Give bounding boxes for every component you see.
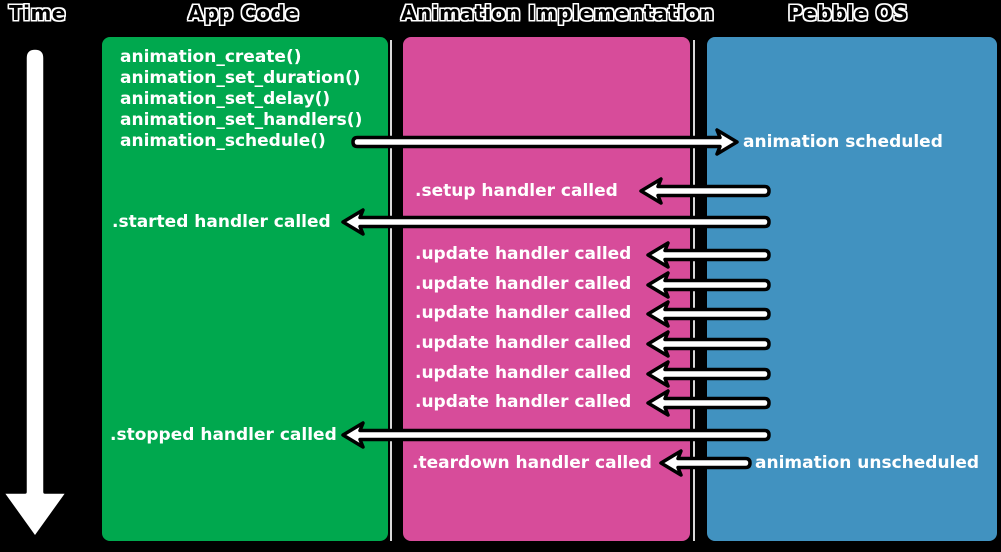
arrow-started-handler bbox=[341, 208, 771, 236]
function-call: animation_create() bbox=[120, 47, 302, 67]
update-handler-label: .update handler called bbox=[415, 392, 632, 413]
animation-unscheduled-label: animation unscheduled bbox=[755, 453, 980, 473]
time-header: Time bbox=[9, 1, 66, 25]
function-call: animation_set_duration() bbox=[120, 68, 361, 88]
update-handler-label: .update handler called bbox=[415, 273, 632, 294]
animation-scheduled-label: animation scheduled bbox=[743, 132, 943, 152]
arrow-update-handler-3 bbox=[646, 300, 771, 328]
update-handler-list: .update handler called .update handler c… bbox=[415, 240, 631, 418]
function-call: animation_set_delay() bbox=[120, 89, 331, 109]
arrow-teardown-handler bbox=[659, 449, 752, 477]
arrow-update-handler-6 bbox=[646, 389, 771, 417]
arrow-update-handler-1 bbox=[646, 241, 771, 269]
function-call: animation_schedule() bbox=[120, 131, 326, 151]
update-handler-label: .update handler called bbox=[415, 362, 632, 383]
arrow-setup-handler bbox=[639, 177, 771, 205]
time-arrow bbox=[0, 46, 70, 540]
animation-implementation-header: Animation Implementation bbox=[401, 1, 715, 25]
started-handler-label: .started handler called bbox=[112, 212, 331, 232]
setup-handler-label: .setup handler called bbox=[415, 181, 618, 201]
arrow-animation-scheduled bbox=[351, 128, 739, 156]
teardown-handler-label: .teardown handler called bbox=[412, 453, 652, 473]
animation-implementation-box bbox=[399, 33, 694, 545]
stopped-handler-label: .stopped handler called bbox=[110, 425, 337, 445]
app-code-header: App Code bbox=[188, 1, 300, 25]
arrow-update-handler-4 bbox=[646, 330, 771, 358]
pebble-os-header: Pebble OS bbox=[788, 1, 909, 25]
app-code-box bbox=[98, 33, 392, 545]
divider-line-left bbox=[390, 40, 392, 541]
arrow-update-handler-5 bbox=[646, 360, 771, 388]
arrow-stopped-handler bbox=[341, 421, 771, 449]
arrow-update-handler-2 bbox=[646, 271, 771, 299]
function-call-list: animation_create() animation_set_duratio… bbox=[120, 47, 362, 152]
function-call: animation_set_handlers() bbox=[120, 110, 363, 130]
update-handler-label: .update handler called bbox=[415, 244, 632, 264]
update-handler-label: .update handler called bbox=[415, 303, 632, 324]
update-handler-label: .update handler called bbox=[415, 333, 632, 354]
